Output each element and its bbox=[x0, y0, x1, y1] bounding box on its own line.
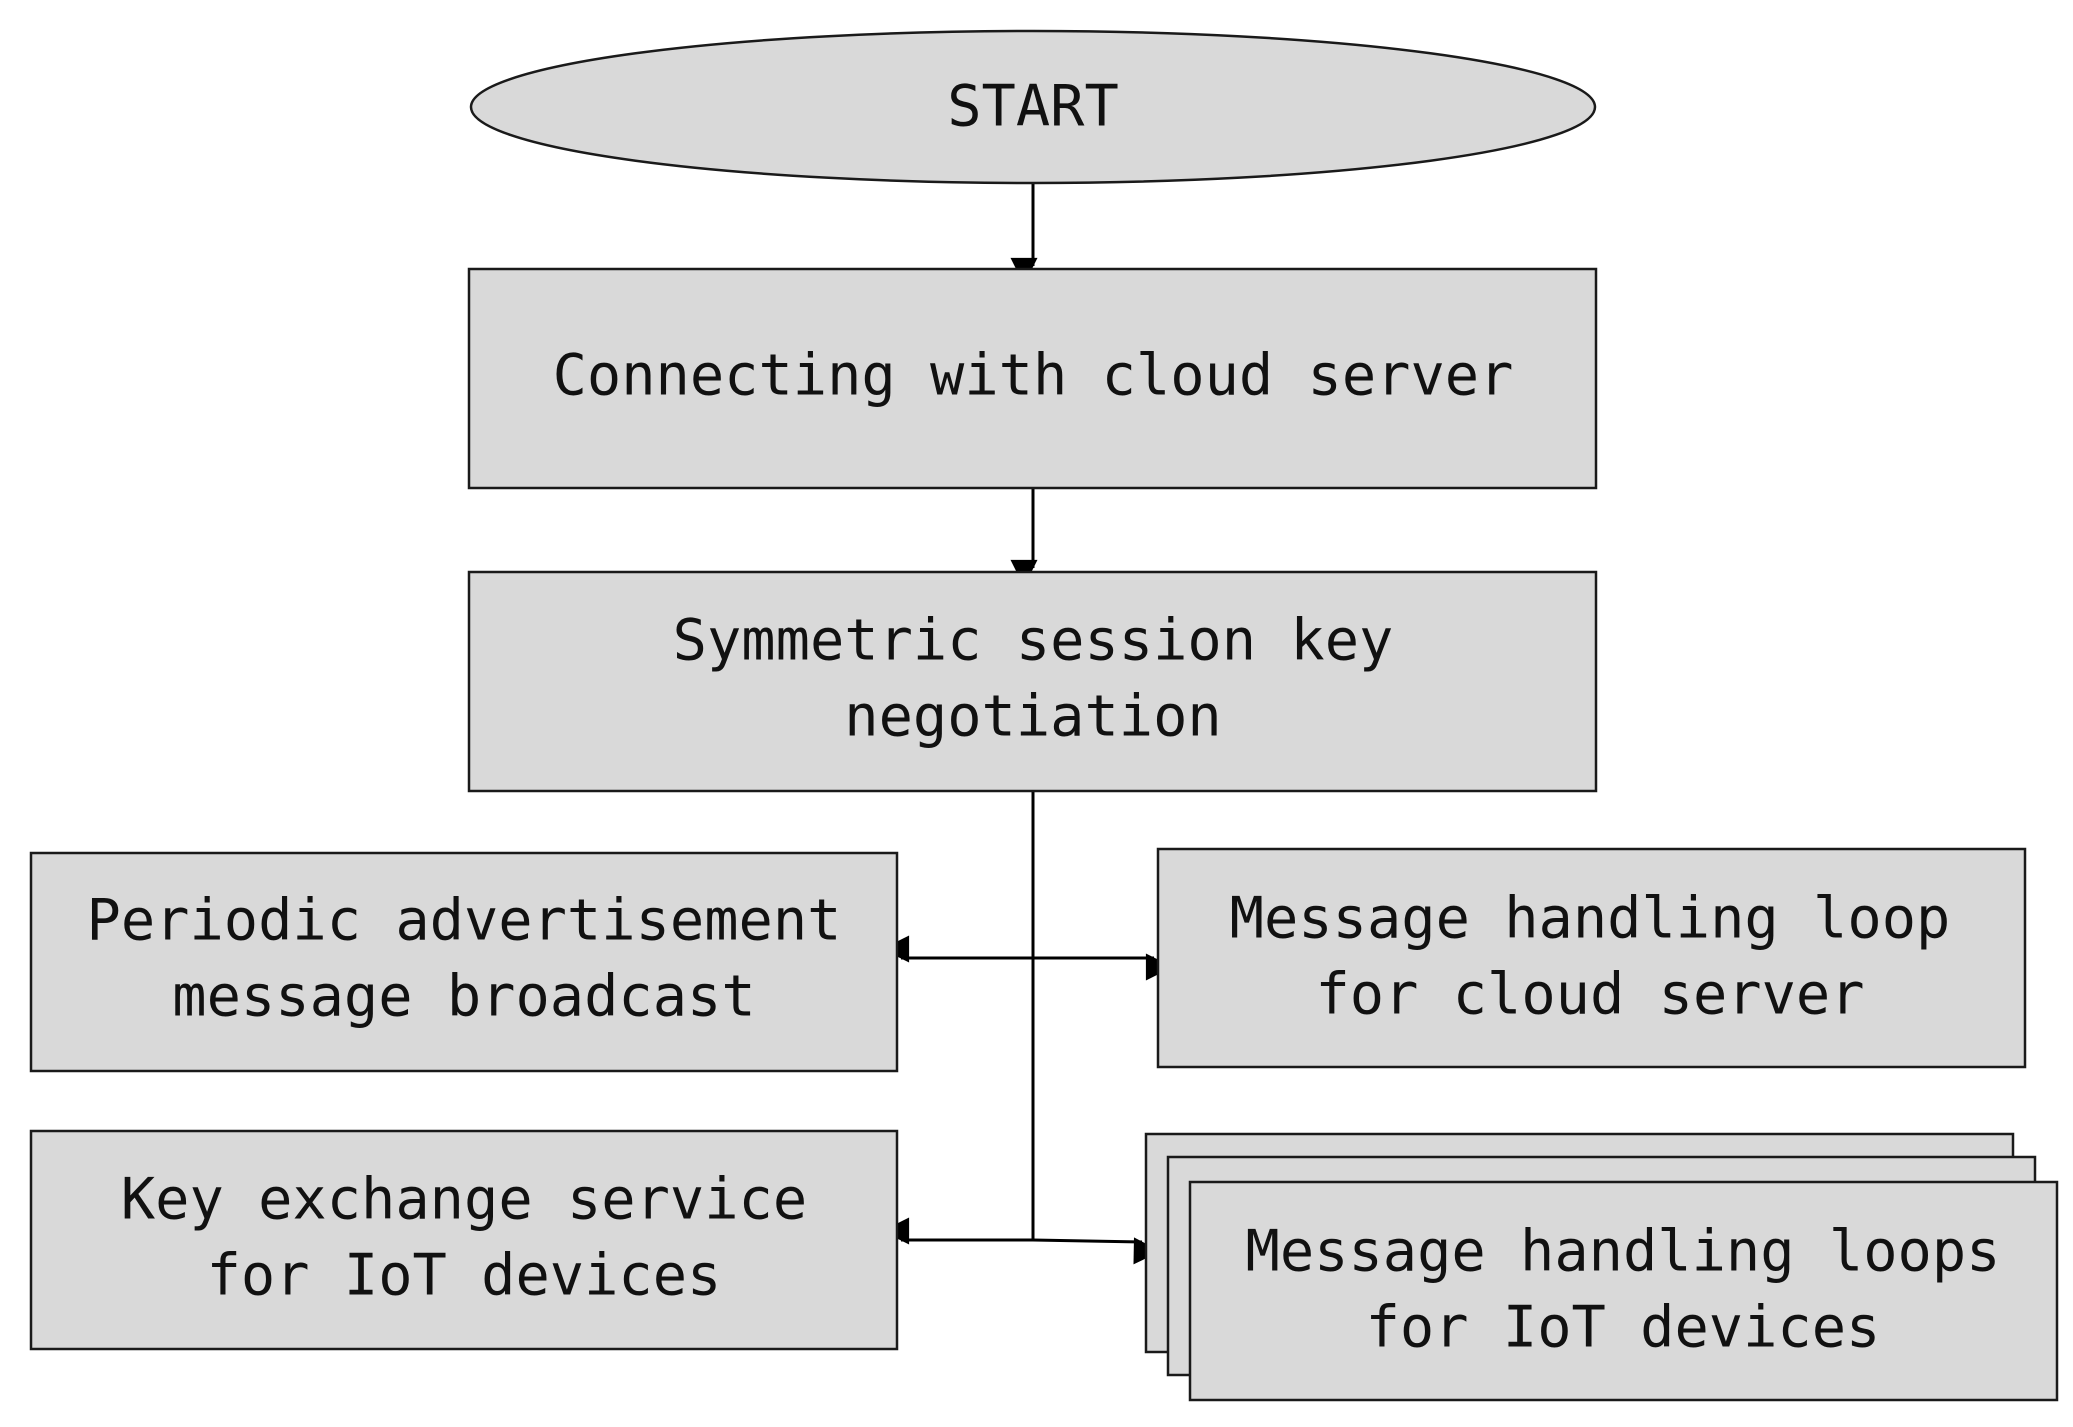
key-exchange-box bbox=[29, 1129, 899, 1351]
negotiation-label-line-2: negotiation bbox=[844, 684, 1222, 750]
advertisement-label-line-1: Periodic advertisement bbox=[87, 888, 842, 954]
node-cloud-loop: Message handling loop for cloud server bbox=[1156, 847, 2027, 1069]
start-ellipse bbox=[469, 29, 1597, 185]
iot-loops-label-line-2: for IoT devices bbox=[1366, 1295, 1881, 1361]
cloud-loop-label-line-1: Message handling loop bbox=[1230, 886, 1951, 952]
node-connect: Connecting with cloud server bbox=[467, 267, 1598, 490]
node-start: START bbox=[469, 29, 1597, 185]
node-advertisement: Periodic advertisement message broadcast bbox=[29, 851, 899, 1073]
node-negotiation: Symmetric session key negotiation bbox=[467, 570, 1598, 793]
edge-to-iot-loops bbox=[1032, 1237, 1161, 1265]
cloud-loop-label-line-2: for cloud server bbox=[1315, 962, 1864, 1028]
node-key-exchange: Key exchange service for IoT devices bbox=[29, 1129, 899, 1351]
edges bbox=[882, 183, 1173, 1265]
iot-loops-label-line-1: Message handling loops bbox=[1246, 1219, 2001, 1285]
advertisement-label-line-2: message broadcast bbox=[172, 964, 755, 1030]
connect-label: Connecting with cloud server bbox=[553, 343, 1514, 409]
cloud-loop-box bbox=[1156, 847, 2027, 1069]
key-exchange-label-line-1: Key exchange service bbox=[121, 1167, 807, 1233]
start-label: START bbox=[947, 74, 1119, 140]
connect-box bbox=[467, 267, 1598, 490]
advertisement-box bbox=[29, 851, 899, 1073]
iot-loops-box bbox=[1188, 1180, 2059, 1402]
negotiation-box bbox=[467, 570, 1598, 793]
node-iot-loops: Message handling loops for IoT devices bbox=[1144, 1132, 2059, 1402]
key-exchange-label-line-2: for IoT devices bbox=[207, 1243, 722, 1309]
negotiation-label-line-1: Symmetric session key bbox=[673, 608, 1394, 674]
